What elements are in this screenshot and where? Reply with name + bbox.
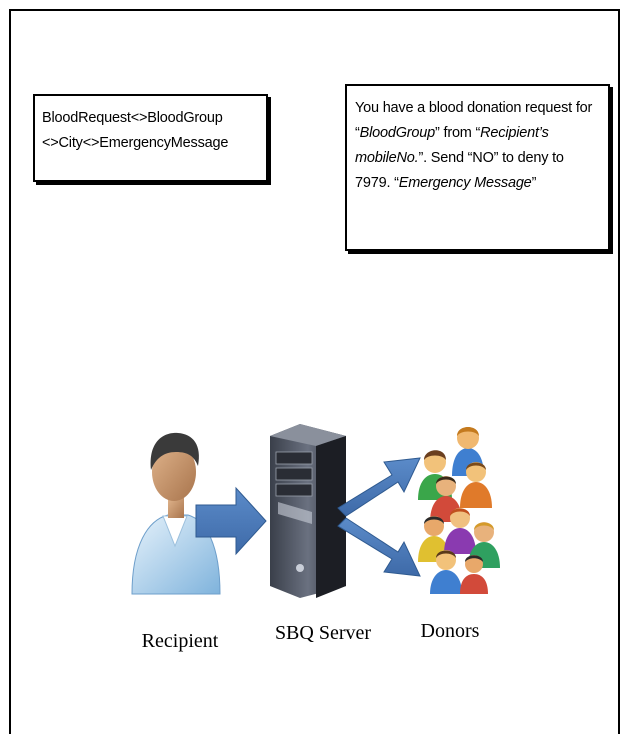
arrow-to-donors-upper-icon [337, 457, 421, 517]
server-tower-icon [270, 424, 346, 598]
sms-notice-line-2: “BloodGroup” from “Recipient’s [355, 121, 602, 146]
person-icon [131, 432, 221, 595]
caption-recipient: Recipient [141, 630, 219, 652]
sms-format-line-1: BloodRequest<>BloodGroup [42, 110, 223, 126]
caption-server: SBQ Server [274, 622, 372, 644]
sms-format-box: BloodRequest<>BloodGroup <>City<>Emergen… [33, 94, 268, 182]
caption-donors: Donors [420, 620, 480, 642]
notice-text: “ [355, 125, 360, 141]
notice-recipient: Recipient’s [480, 125, 549, 141]
notice-text: ”. Send “NO” to deny to [418, 150, 564, 166]
notice-text: ” [531, 175, 537, 191]
notice-text: ” from “ [435, 125, 481, 141]
sms-notice-line-3: mobileNo.”. Send “NO” to deny to [355, 146, 602, 171]
sms-notice-line-1: You have a blood donation request for [355, 96, 602, 121]
sms-notice-box: You have a blood donation request for “B… [345, 84, 610, 251]
outer-frame [9, 9, 620, 734]
arrow-to-donors-lower-icon [337, 517, 421, 577]
arrow-to-server-icon [195, 486, 267, 556]
sms-notice-line-4: 7979. “Emergency Message” [355, 171, 602, 196]
notice-mobileno: mobileNo. [355, 150, 419, 166]
notice-text: 7979. “ [355, 175, 399, 191]
group-of-people-icon [418, 427, 500, 594]
notice-emergency-message: Emergency Message [398, 175, 532, 191]
sms-format-line-2: <>City<>EmergencyMessage [42, 135, 229, 151]
notice-bloodgroup: BloodGroup [359, 125, 436, 141]
notice-text: You have a blood donation request for [355, 100, 593, 116]
